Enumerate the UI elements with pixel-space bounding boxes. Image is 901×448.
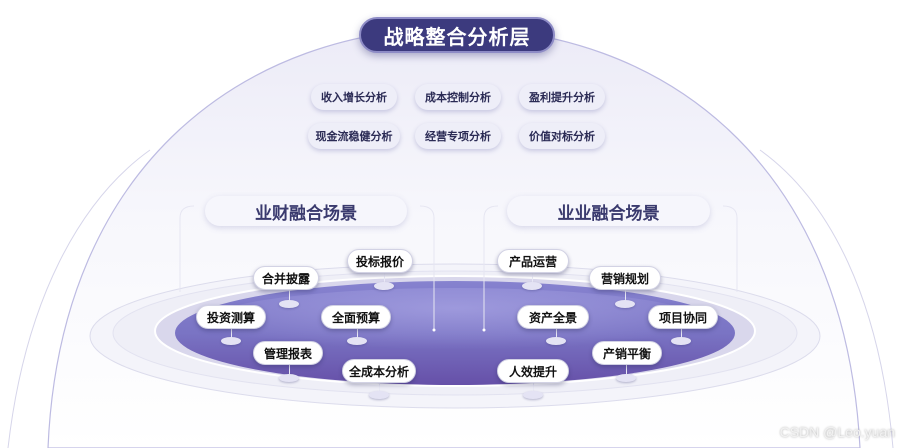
tag-marker xyxy=(221,337,241,345)
tag-marker xyxy=(374,282,394,290)
scenario-tag-efficiency-improvement: 人效提升 xyxy=(497,359,569,383)
tag-marker xyxy=(523,391,543,399)
watermark: CSDN @Leo.yuan xyxy=(779,424,895,440)
analysis-item-5: 经营专项分析 xyxy=(415,123,501,149)
tag-marker xyxy=(546,337,566,345)
tag-marker xyxy=(347,337,367,345)
tag-marker xyxy=(671,337,691,345)
analysis-item-3: 盈利提升分析 xyxy=(519,84,605,110)
scenario-tag-investment-estimate: 投资测算 xyxy=(196,305,266,329)
scenario-tag-product-operation: 产品运营 xyxy=(497,249,569,273)
analysis-item-4: 现金流稳健分析 xyxy=(308,123,400,149)
analysis-item-6: 价值对标分析 xyxy=(519,123,605,149)
scenario-tag-marketing-plan: 营销规划 xyxy=(589,266,661,290)
scenario-tag-project-collaboration: 项目协同 xyxy=(648,305,718,329)
scenario-tag-bid-quote: 投标报价 xyxy=(347,249,413,273)
right-section-label: 业业融合场景 xyxy=(507,196,710,226)
tag-marker xyxy=(615,300,635,308)
tag-marker xyxy=(616,374,636,382)
scenario-tag-consolidated-disclosure: 合并披露 xyxy=(253,266,319,290)
analysis-item-1: 收入增长分析 xyxy=(311,84,397,110)
tag-marker xyxy=(522,282,542,290)
scenario-tag-production-sales-balance: 产销平衡 xyxy=(592,341,662,365)
tag-marker xyxy=(369,391,389,399)
scenario-tag-asset-overview: 资产全景 xyxy=(517,305,589,329)
tag-marker xyxy=(279,300,299,308)
strategy-layer-title: 战略整合分析层 xyxy=(359,17,555,53)
analysis-item-2: 成本控制分析 xyxy=(415,84,501,110)
left-section-label: 业财融合场景 xyxy=(205,196,407,226)
scenario-tag-comprehensive-budget: 全面预算 xyxy=(321,305,391,329)
scenario-tag-full-cost-analysis: 全成本分析 xyxy=(342,359,416,383)
scenario-tag-management-report: 管理报表 xyxy=(253,341,323,365)
tag-marker xyxy=(279,374,299,382)
